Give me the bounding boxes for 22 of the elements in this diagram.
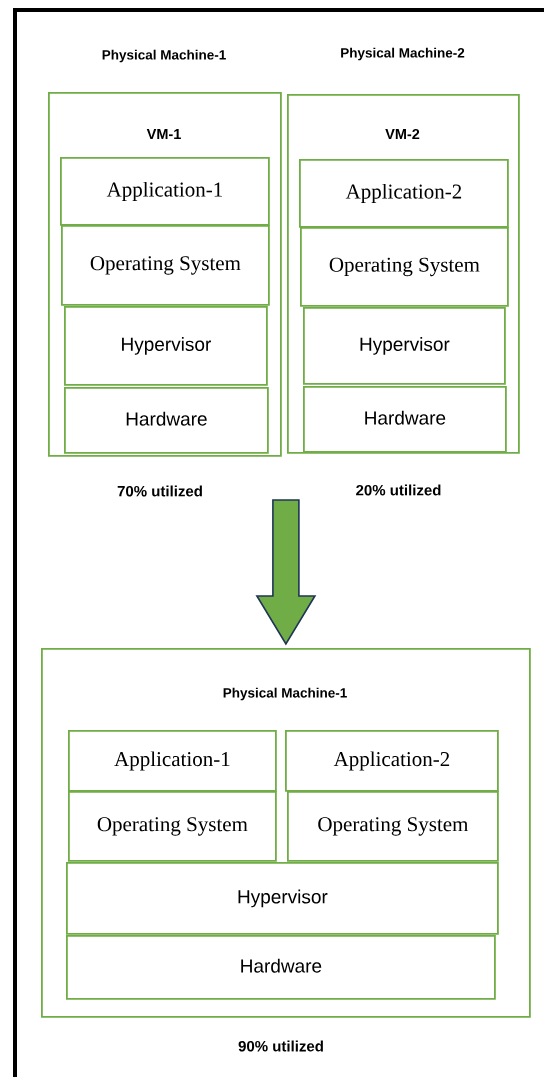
layer-box: Application-2 [285,730,499,792]
layer-box: Application-1 [60,157,270,226]
utilization-label: 70% utilized [117,485,202,497]
layer-box: Operating System [68,791,277,862]
layer-box: Hardware [66,935,496,1000]
vm-label: VM-2 [385,128,420,140]
layer-box: Hardware [303,386,507,453]
vm-label: VM-1 [146,129,181,139]
layer-box: Hypervisor [64,306,268,386]
layer-box: Hypervisor [303,307,506,385]
machine-heading: Physical Machine-2 [341,47,465,61]
layer-box: Operating System [61,225,270,306]
layer-box: Operating System [300,227,509,307]
layer-box: Operating System [287,791,499,862]
utilization-label: 20% utilized [356,484,441,496]
layer-box: Application-2 [299,159,509,228]
machine-heading: Physical Machine-1 [102,49,226,63]
machine-heading: Physical Machine-1 [223,687,347,701]
layer-box: Application-1 [68,730,277,792]
arrow [255,499,317,646]
layer-box: Hardware [64,387,269,454]
utilization-label: 90% utilized [238,1040,323,1052]
